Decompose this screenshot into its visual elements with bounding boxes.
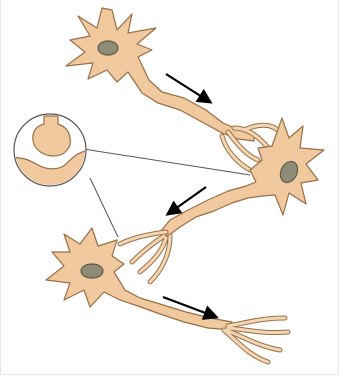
neuron-top-nucleus xyxy=(98,41,118,55)
connector-line-right xyxy=(77,148,250,175)
synapse-inset xyxy=(10,114,92,200)
axon-terminal-bottom-highlight xyxy=(224,318,288,362)
neuron-bottom-left-nucleus xyxy=(81,264,103,278)
neuron-bottom-left-body xyxy=(46,228,232,330)
connector-line-bottom xyxy=(90,178,118,237)
neuron-top xyxy=(66,8,254,141)
neuron-top-body xyxy=(66,8,254,141)
neuron-bottom-left xyxy=(46,228,232,330)
